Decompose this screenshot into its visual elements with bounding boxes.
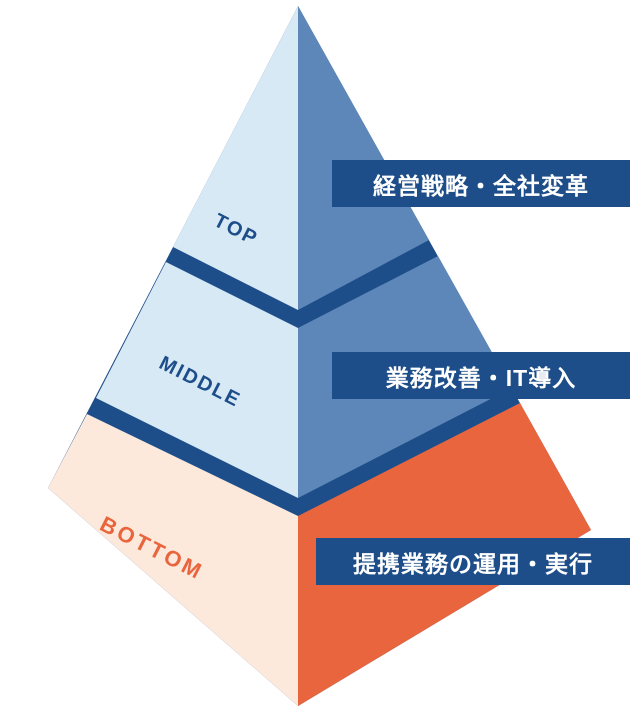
banner-bottom-tier: 提携業務の運用・実行 <box>316 538 630 585</box>
banner-top-tier: 経営戦略・全社変革 <box>332 160 630 207</box>
tier-bottom-left-face <box>48 414 298 706</box>
banner-middle-tier: 業務改善・IT導入 <box>332 352 630 399</box>
tier-middle-left-face <box>96 262 298 498</box>
tier-top-right-face <box>298 6 429 310</box>
banner-top-tier-text: 経営戦略・全社変革 <box>373 172 589 199</box>
banner-middle-tier-text: 業務改善・IT導入 <box>385 364 577 391</box>
banner-bottom-tier-text: 提携業務の運用・実行 <box>353 550 593 577</box>
tier-top-left-face <box>173 6 298 310</box>
